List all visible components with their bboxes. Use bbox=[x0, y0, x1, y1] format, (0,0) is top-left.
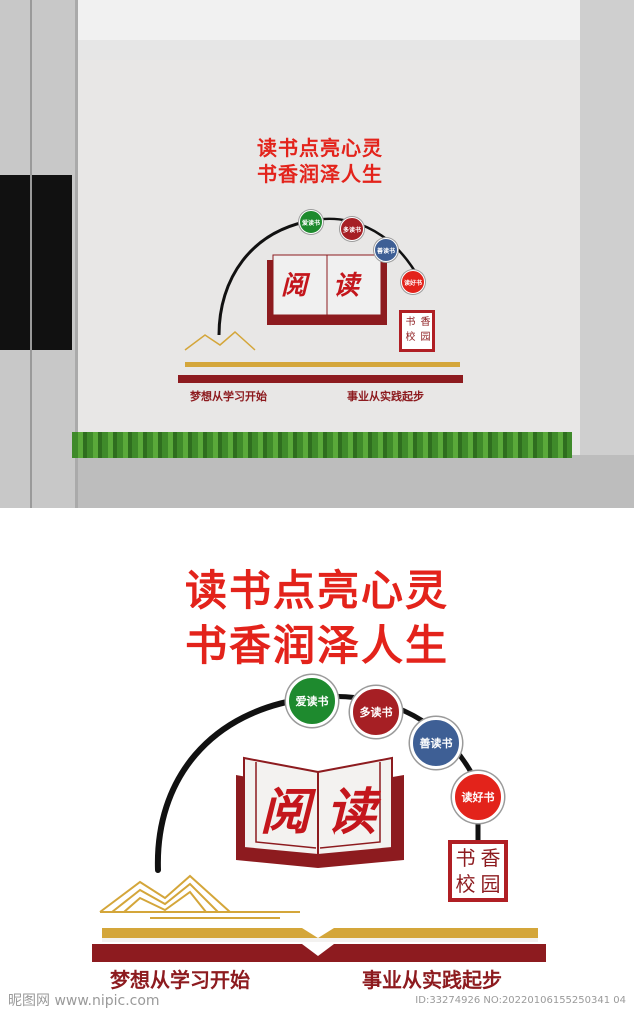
mini-title-line1: 读书点亮心灵 bbox=[257, 136, 383, 160]
mountain-line-1 bbox=[99, 874, 231, 913]
mini-book-page-left bbox=[272, 254, 328, 316]
seal-inner: 书 香 校 园 bbox=[452, 844, 504, 898]
mockup-photo: 读书点亮心灵 书香润泽人生 阅 读 爱读书 多读书 bbox=[0, 0, 634, 508]
mini-seal-char: 香 bbox=[420, 317, 431, 328]
circle-love-reading: 爱读书 bbox=[286, 675, 338, 727]
slogan-right: 事业从实践起步 bbox=[362, 968, 502, 992]
mini-decal-graphics bbox=[178, 217, 463, 383]
mini-circle-3: 善读书 bbox=[374, 238, 398, 262]
seal-stamp: 书 香 校 园 bbox=[448, 840, 508, 902]
mini-seal-text: 书 香 校 园 bbox=[403, 315, 433, 345]
watermark-left: 昵图网 www.nipic.com bbox=[8, 993, 160, 1009]
mini-book-page-right bbox=[326, 254, 382, 316]
seal-char: 香 bbox=[480, 846, 501, 870]
book-page-line-left bbox=[255, 762, 317, 849]
mini-seal-char: 书 bbox=[405, 317, 416, 328]
wall-shadow bbox=[580, 0, 634, 508]
mini-read-char-left: 阅 bbox=[281, 271, 308, 301]
mini-seal-char: 园 bbox=[420, 332, 431, 343]
mini-seal-char: 校 bbox=[405, 332, 416, 343]
book-char-right: 读 bbox=[326, 782, 376, 841]
title-line1: 读书点亮心灵 bbox=[184, 566, 449, 615]
mini-arc-circles bbox=[314, 217, 422, 281]
base-book bbox=[92, 928, 546, 962]
mini-base-gold bbox=[185, 362, 460, 367]
mini-arc bbox=[217, 218, 316, 336]
grass-strip bbox=[72, 432, 572, 458]
mini-base-red bbox=[178, 375, 463, 383]
glass-door-frame bbox=[30, 0, 32, 508]
mini-circle-2: 多读书 bbox=[340, 217, 364, 241]
slogan-left: 梦想从学习开始 bbox=[110, 968, 250, 992]
arc-path bbox=[154, 695, 313, 873]
circle-read-more: 多读书 bbox=[350, 686, 402, 738]
mini-slogan-right: 事业从实践起步 bbox=[347, 390, 424, 403]
seal-char: 书 bbox=[455, 846, 476, 870]
mini-circle-1: 爱读书 bbox=[299, 210, 323, 234]
glass-door-dark-panel bbox=[0, 175, 72, 350]
mountain-line-3 bbox=[123, 890, 207, 913]
mountain-line-2 bbox=[111, 882, 219, 913]
watermark-right: ID:33274926 NO:20220106155250341 04 bbox=[415, 995, 626, 1006]
circle-read-well: 善读书 bbox=[410, 717, 462, 769]
mini-mountains bbox=[184, 330, 256, 351]
floor bbox=[0, 455, 634, 508]
seal-char: 校 bbox=[455, 872, 476, 896]
circle-read-good-books: 读好书 bbox=[452, 771, 504, 823]
mini-seal-inner bbox=[402, 313, 432, 349]
title-line2: 书香润泽人生 bbox=[184, 621, 449, 670]
mini-read-char-right: 读 bbox=[333, 271, 360, 301]
seal-char: 园 bbox=[480, 872, 501, 896]
open-book bbox=[236, 756, 404, 868]
mountains-icon bbox=[99, 874, 300, 919]
book-page-right bbox=[317, 756, 393, 857]
ceiling bbox=[0, 0, 634, 40]
base-gold-bar bbox=[102, 928, 538, 938]
base-red-bar bbox=[92, 944, 546, 962]
mini-circle-4: 读好书 bbox=[401, 270, 425, 294]
book-char-left: 阅 bbox=[260, 782, 310, 841]
mini-slogan-left: 梦想从学习开始 bbox=[190, 390, 267, 403]
mini-wall-decal: 读书点亮心灵 书香润泽人生 阅 读 爱读书 多读书 bbox=[175, 130, 465, 430]
base-page-strip bbox=[102, 938, 538, 942]
book-page-line-right bbox=[319, 762, 381, 849]
mini-title-line2: 书香润泽人生 bbox=[257, 162, 383, 186]
